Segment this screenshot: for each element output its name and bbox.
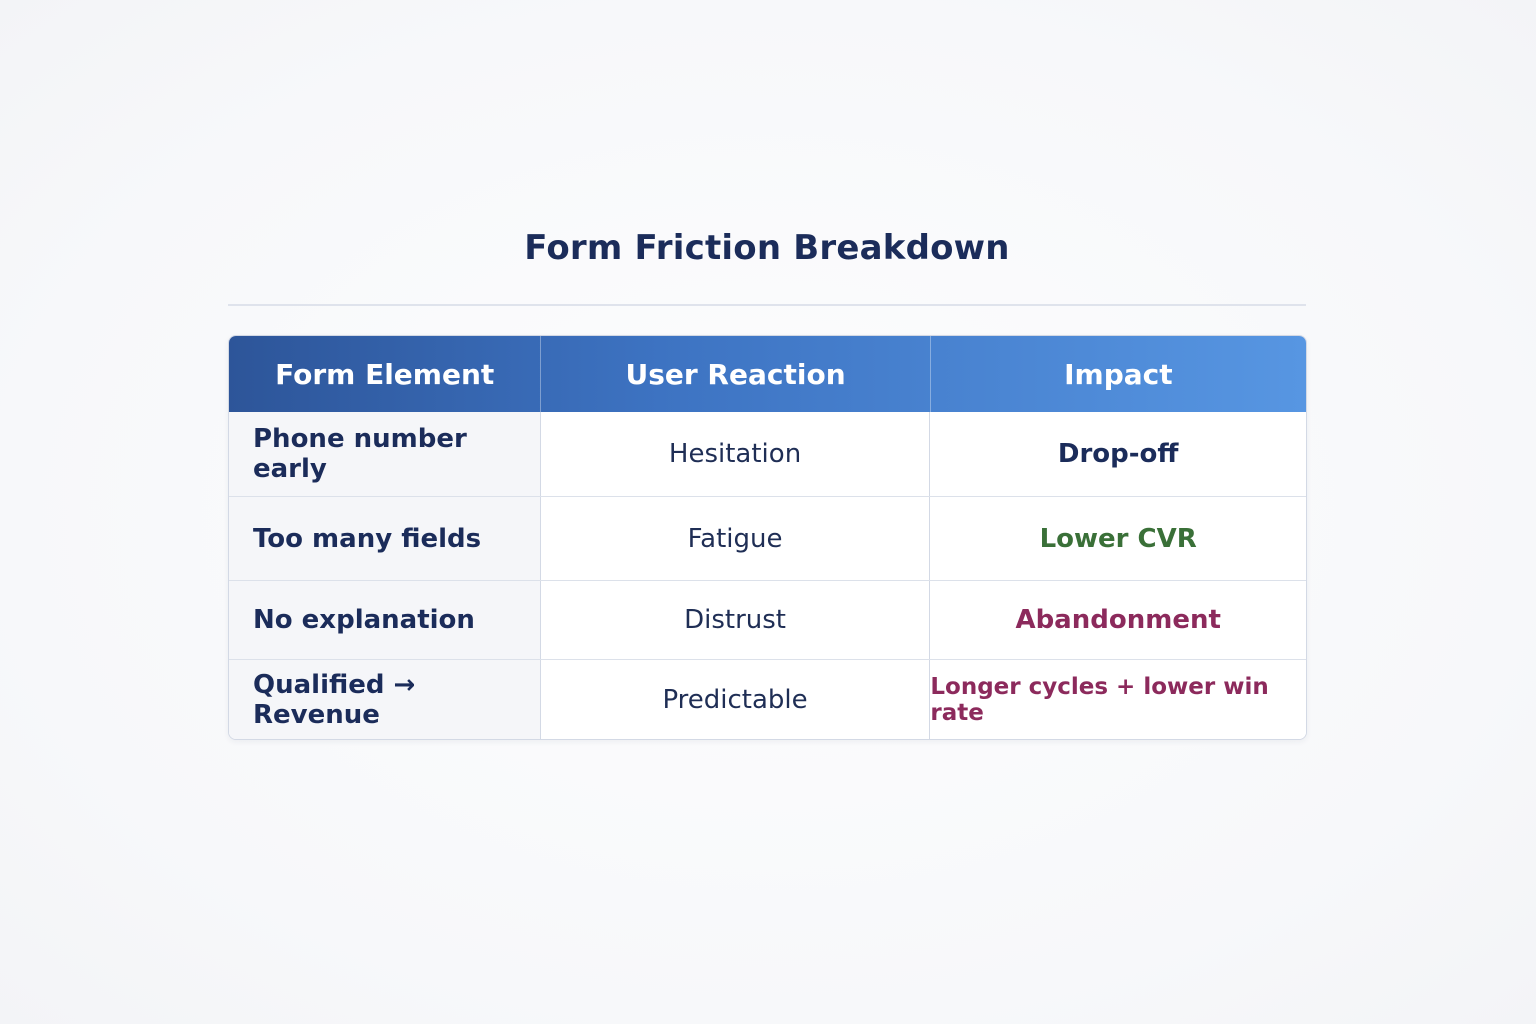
header-form-element: Form Element	[229, 336, 542, 412]
cell-user-reaction: Distrust	[540, 581, 931, 659]
table-row: Too many fields Fatigue Lower CVR	[229, 496, 1306, 580]
table-header: Form Element User Reaction Impact	[229, 336, 1306, 412]
cell-form-element: Too many fields	[229, 497, 541, 580]
cell-user-reaction: Fatigue	[540, 497, 931, 580]
cell-impact: Abandonment	[930, 581, 1306, 659]
header-user-reaction: User Reaction	[541, 336, 931, 412]
page-title: Form Friction Breakdown	[524, 228, 1010, 268]
cell-form-element: Phone number early	[229, 412, 541, 496]
table-row: No explanation Distrust Abandonment	[229, 580, 1306, 659]
cell-form-element: No explanation	[229, 581, 541, 659]
friction-table: Form Element User Reaction Impact Phone …	[228, 335, 1307, 740]
cell-user-reaction: Predictable	[540, 660, 931, 739]
cell-user-reaction: Hesitation	[540, 412, 931, 496]
table-row: Phone number early Hesitation Drop-off	[229, 412, 1306, 496]
cell-impact: Drop-off	[930, 412, 1306, 496]
cell-impact: Lower CVR	[930, 497, 1306, 580]
cell-impact: Longer cycles + lower win rate	[930, 660, 1306, 739]
header-impact: Impact	[1064, 357, 1173, 391]
cell-form-element: Qualified → Revenue	[229, 660, 541, 739]
table-row: Qualified → Revenue Predictable Longer c…	[229, 659, 1306, 739]
title-divider	[228, 304, 1306, 306]
